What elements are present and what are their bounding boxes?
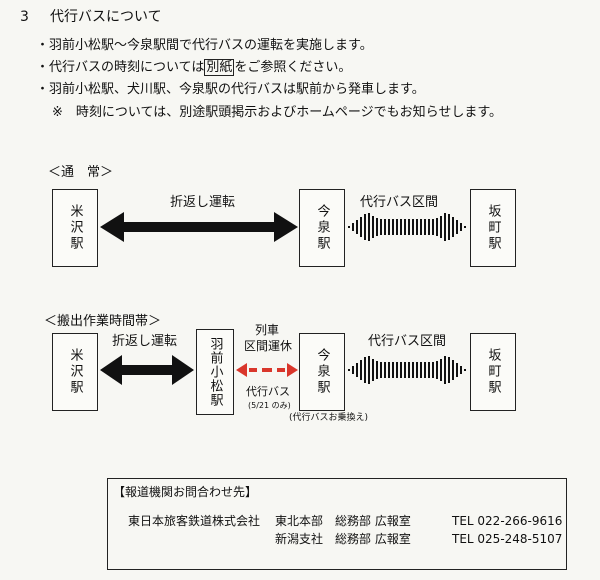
contact-tel-niigata: TEL 025-248-5107	[452, 532, 563, 546]
bullet-departure: ・羽前小松駅、犬川駅、今泉駅の代行バスは駅前から発車します。	[36, 82, 425, 97]
normal-diagram-label: ＜通 常＞	[48, 165, 114, 180]
section-suspended-label: 区間運休	[244, 339, 293, 353]
train-label: 列車	[255, 323, 280, 337]
bullet-bus-operation: ・羽前小松駅～今泉駅間で代行バスの運転を実施します。	[36, 38, 373, 53]
station-label: 米沢駅	[67, 348, 83, 396]
contact-header: 【報道機関お問合わせ先】	[113, 485, 258, 499]
station-imaizumi-work: 今泉駅	[299, 333, 345, 411]
station-yonezawa-normal: 米沢駅	[52, 189, 98, 267]
double-arrow-icon	[100, 212, 298, 242]
press-contact-box	[107, 478, 567, 570]
station-uzen-komatsu: 羽前小松駅	[196, 329, 234, 415]
section-number: 3	[20, 9, 29, 25]
station-label: 羽前小松駅	[207, 337, 223, 407]
section-title: 代行バスについて	[50, 9, 162, 25]
station-label: 坂町駅	[485, 204, 501, 252]
shuttle-operation-label: 折返し運転	[170, 195, 236, 210]
station-label: 今泉駅	[314, 348, 330, 396]
company-name: 東日本旅客鉄道株式会社	[128, 514, 261, 528]
substitute-bus-label: 代行バス	[246, 385, 290, 398]
attachment-reference: 別紙	[204, 59, 235, 76]
double-arrow-icon	[100, 355, 194, 385]
station-sakamachi-normal: 坂町駅	[470, 189, 516, 267]
hatched-double-arrow-icon	[348, 213, 466, 241]
red-dashed-arrow-icon	[236, 363, 298, 377]
station-yonezawa-work: 米沢駅	[52, 333, 98, 411]
bullet-timetable-text: ・代行バスの時刻については	[36, 60, 205, 75]
station-label: 米沢駅	[67, 204, 83, 252]
station-label: 坂町駅	[485, 348, 501, 396]
station-imaizumi-normal: 今泉駅	[299, 189, 345, 267]
bus-date-note: (5/21 のみ)	[248, 401, 291, 410]
contact-dept-tohoku: 東北本部 総務部 広報室	[275, 514, 411, 528]
bus-section-label: 代行バス区間	[368, 334, 447, 349]
shuttle-operation-label: 折返し運転	[112, 334, 178, 349]
work-diagram-label: ＜搬出作業時間帯＞	[44, 314, 162, 329]
bus-section-label: 代行バス区間	[360, 195, 439, 210]
station-sakamachi-work: 坂町駅	[470, 333, 516, 411]
contact-tel-tohoku: TEL 022-266-9616	[452, 514, 563, 528]
bullet-timetable: ・代行バスの時刻については別紙をご参照ください。	[36, 59, 352, 76]
contact-dept-niigata: 新潟支社 総務部 広報室	[275, 532, 411, 546]
transfer-note: (代行バスお乗換え)	[289, 413, 369, 423]
bullet-timetable-text-after: をご参照ください。	[234, 60, 352, 75]
station-label: 今泉駅	[314, 204, 330, 252]
hatched-double-arrow-icon	[348, 356, 466, 384]
timetable-note: ※ 時刻については、別途駅頭掲示およびホームページでもお知らせします。	[52, 105, 503, 120]
